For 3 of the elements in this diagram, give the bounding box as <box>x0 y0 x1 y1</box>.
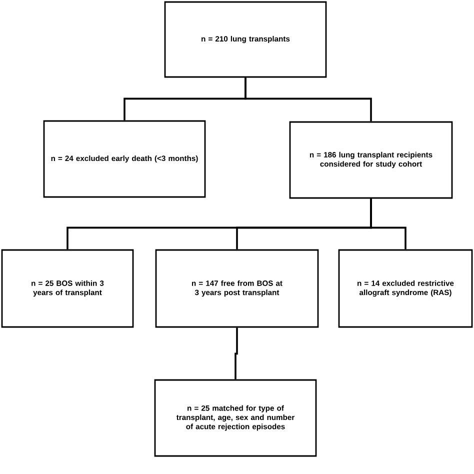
connector-line <box>244 78 372 122</box>
connector-line <box>370 198 406 250</box>
connector-line <box>234 328 238 380</box>
